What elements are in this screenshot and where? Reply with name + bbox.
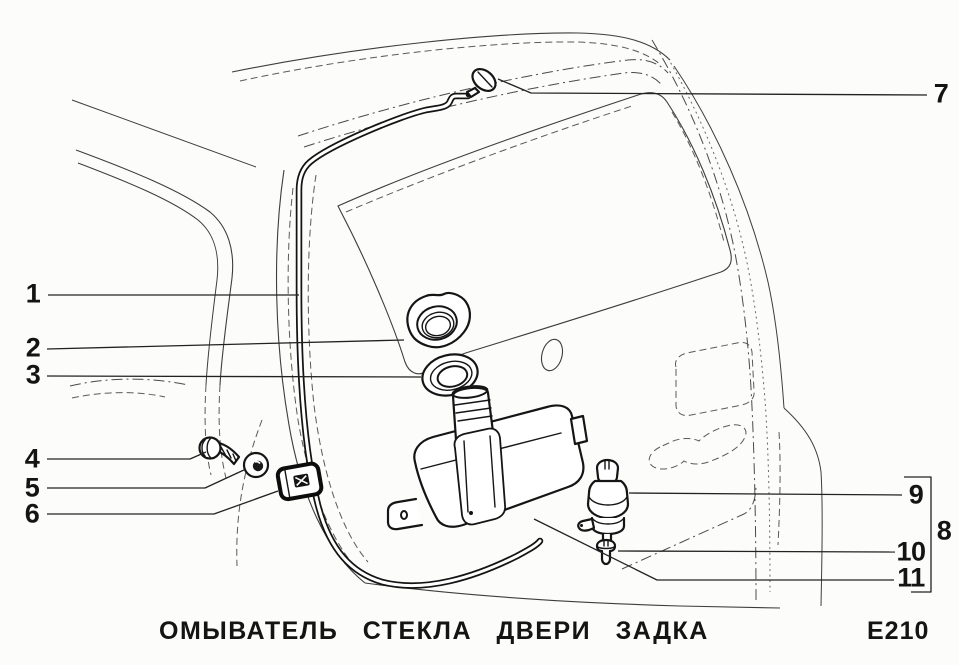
callout-2: 2	[25, 332, 41, 363]
spacer-washer	[242, 451, 270, 479]
callout-7: 7	[933, 78, 949, 109]
spray-nozzle	[465, 68, 497, 99]
mounting-screw	[198, 436, 241, 466]
group-bracket	[904, 476, 932, 593]
filler-cap	[406, 291, 471, 349]
wiper-spindle-hole	[540, 338, 564, 372]
plate-recess	[675, 342, 755, 416]
washer-pump	[577, 458, 630, 551]
callout-9: 9	[908, 479, 924, 510]
retaining-clip	[275, 461, 324, 502]
handle-recess	[648, 424, 747, 470]
figure-code: E210	[867, 617, 930, 645]
leader-lines	[46, 78, 932, 593]
callout-10: 10	[896, 536, 926, 567]
washer-hose	[295, 92, 544, 589]
sealing-ring	[421, 353, 479, 397]
callout-11: 11	[897, 562, 925, 593]
rear-window-outline	[337, 92, 732, 375]
callout-4: 4	[24, 443, 40, 474]
callout-5: 5	[24, 472, 40, 503]
callout-3: 3	[25, 359, 41, 390]
washer-reservoir	[386, 385, 589, 531]
figure-caption: ОМЫВАТЕЛЬ СТЕКЛА ДВЕРИ ЗАДКА	[159, 617, 709, 645]
callout-1: 1	[25, 278, 41, 309]
callout-8: 8	[936, 515, 952, 546]
pump-grommet	[595, 538, 617, 566]
callout-6: 6	[24, 498, 40, 529]
